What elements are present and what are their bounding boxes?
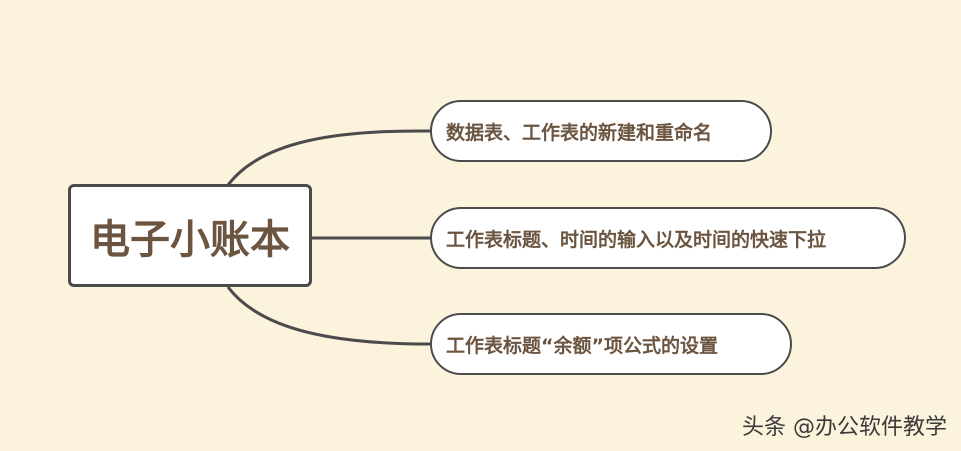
topic-node-3[interactable]: 工作表标题“余额”项公式的设置 <box>430 313 792 375</box>
topic-node-label: 工作表标题、时间的输入以及时间的快速下拉 <box>446 228 827 251</box>
root-node[interactable]: 电子小账本 <box>68 184 312 287</box>
topic-node-1[interactable]: 数据表、工作表的新建和重命名 <box>430 100 772 162</box>
topic-node-label: 数据表、工作表的新建和重命名 <box>446 121 713 144</box>
root-node-label: 电子小账本 <box>90 216 290 263</box>
connector-line-1 <box>226 129 431 186</box>
connector-line-3 <box>226 286 431 346</box>
topic-node-2[interactable]: 工作表标题、时间的输入以及时间的快速下拉 <box>430 207 906 269</box>
topic-node-label: 工作表标题“余额”项公式的设置 <box>446 334 718 357</box>
watermark: 头条 @办公软件教学 <box>742 415 947 440</box>
